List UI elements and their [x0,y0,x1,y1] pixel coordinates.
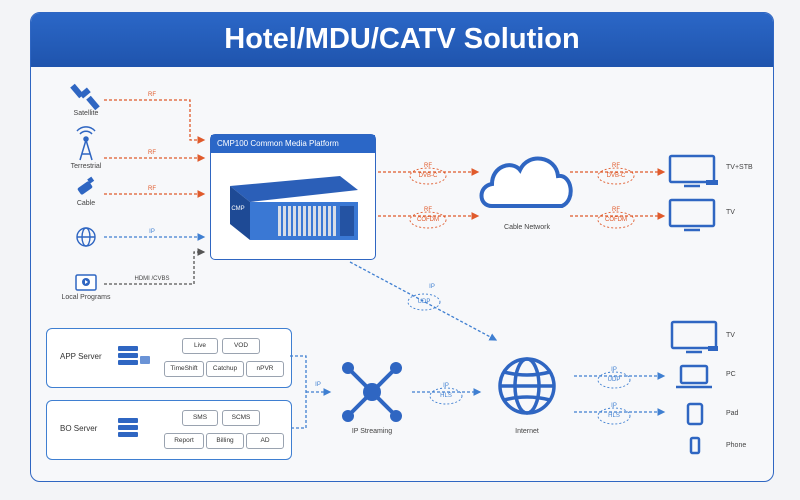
servers-to-streaming-link [290,355,330,429]
pad-icon [686,402,704,426]
bo-server-label: BO Server [60,424,98,433]
cmp-badge: CMP [231,206,245,212]
dvbc-ellipse-2 [597,167,635,185]
ip-left-label: IP [315,382,321,388]
rf-out-label-1: RF [424,163,432,169]
pc-icon [676,364,712,389]
globe-icon [76,227,96,247]
cloud-icon [479,156,573,208]
cofdm-ellipse-1 [409,211,447,229]
pad-label: Pad [726,410,739,417]
cofdm-tag-2: COFDM [605,217,627,223]
hls-ellipse-2 [597,407,631,425]
satellite-link [104,99,206,144]
hls-tag-1: HLS [440,393,452,399]
cmp-to-internet-link [349,261,498,341]
cofdm-tag-1: COFDM [417,217,439,223]
phone-label: Phone [726,442,747,449]
tv-stb-icon [668,154,718,188]
rf-label-1: RF [148,92,156,98]
udp-tag-1: UDP [417,299,431,305]
local-programs-icon [75,274,97,291]
header-bar: Hotel/MDU/CATV Solution [31,13,773,67]
udp-tag-2: UDP [607,377,621,383]
app-pill-catchup: Catchup [206,361,244,377]
phone-icon [689,436,701,455]
tv-label: TV [726,209,735,216]
local-programs-label: Local Programs [61,294,111,301]
ip-out-label-2: IP [611,403,617,409]
ip-label-1: IP [149,229,155,235]
tv-label-2: TV [726,332,735,339]
internet-globe-icon [498,357,556,415]
dvbc-tag-1: DVB-C [418,173,438,179]
bo-pill-billing: Billing [206,433,244,449]
cable-network-label: Cable Network [504,224,550,231]
ip-down-label: IP [429,284,435,290]
udp-ellipse-1 [407,293,441,311]
rf-label-3: RF [148,186,156,192]
terrestrial-label: Terrestrial [70,163,102,170]
satellite-icon [70,83,100,111]
app-pill-timeshift: TimeShift [164,361,204,377]
cable-icon [77,176,95,195]
app-pill-vod: VOD [222,338,260,354]
bo-pill-scms: SCMS [222,410,260,426]
tv-icon-2 [670,320,718,354]
rf-label-2: RF [148,150,156,156]
rf-out-label-3: RF [612,163,620,169]
ip-out-label-1: IP [611,367,617,373]
page-title: Hotel/MDU/CATV Solution [224,23,580,55]
bo-pill-sms: SMS [182,410,218,426]
hls-ellipse-1 [429,387,463,405]
rf-out-label-2: RF [424,207,432,213]
dvbc-ellipse-1 [409,167,447,185]
cable-label: Cable [76,200,96,207]
ip-streaming-label: IP Streaming [351,428,393,435]
app-server-label: APP Server [60,352,102,361]
tv-icon [668,198,716,232]
local-programs-link [104,248,206,285]
bo-pill-report: Report [164,433,204,449]
hls-tag-2: HLS [608,413,620,419]
udp-ellipse-2 [597,371,631,389]
app-server-icon [118,346,150,365]
dvbc-tag-2: DVB-C [606,173,626,179]
satellite-label: Satellite [73,110,99,117]
pc-label: PC [726,371,736,378]
bo-pill-ad: AD [246,433,284,449]
hdmi-label: HDMI /CVBS [134,276,170,282]
ip-streaming-icon [342,362,402,422]
cofdm-ellipse-2 [597,211,635,229]
internet-label: Internet [515,428,539,435]
bo-server-icon [118,418,138,437]
cmp-device-image [230,176,358,240]
terrestrial-icon [76,126,96,161]
app-pill-live: Live [182,338,218,354]
rf-out-label-4: RF [612,207,620,213]
ip-mid-label: IP [443,383,449,389]
cmp-title: CMP100 Common Media Platform [211,135,375,153]
app-pill-npvr: nPVR [246,361,284,377]
tv-stb-label: TV+STB [726,164,753,171]
